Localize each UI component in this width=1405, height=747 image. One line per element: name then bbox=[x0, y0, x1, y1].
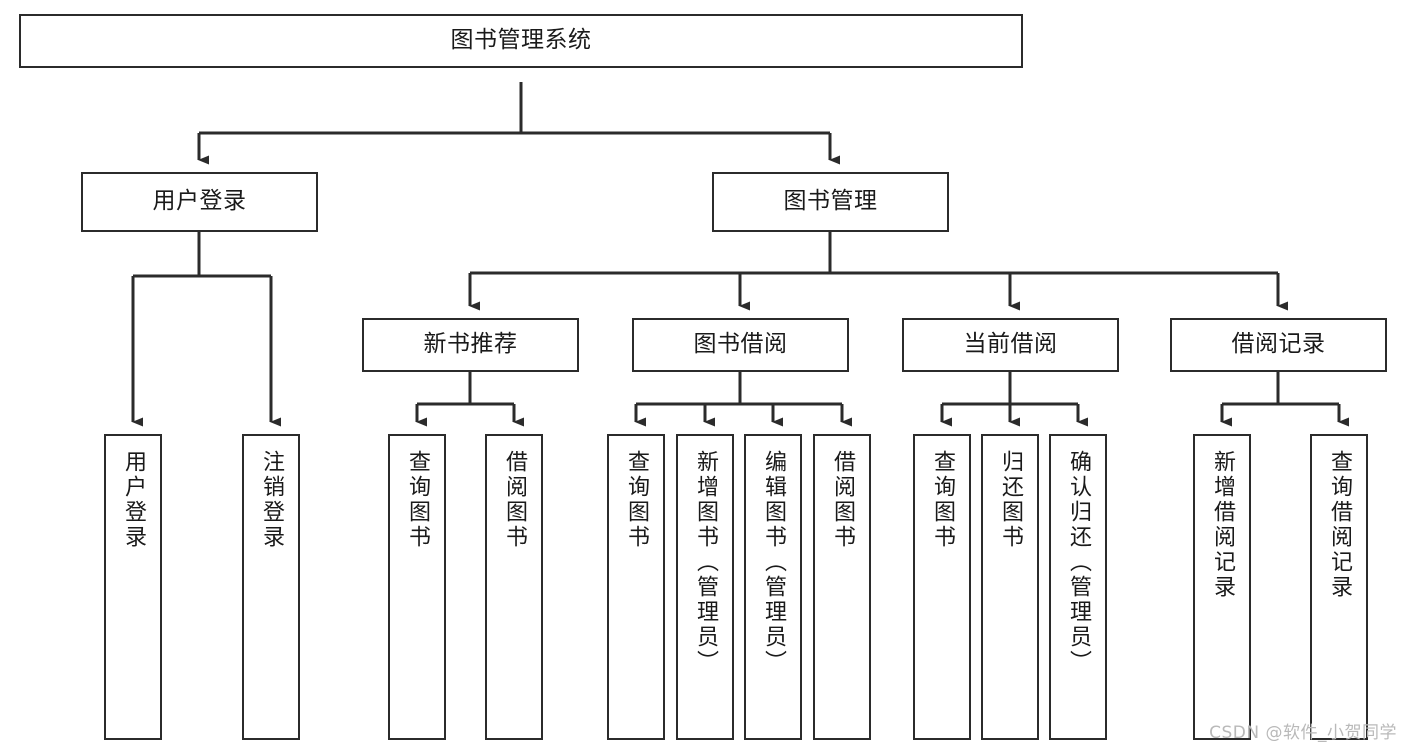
node-current-borrow-label: 当前借阅 bbox=[963, 331, 1058, 358]
node-leaf-query-book-1-label: 查询图书 bbox=[405, 450, 430, 550]
node-current-borrow[interactable]: 当前借阅 bbox=[902, 318, 1119, 372]
node-leaf-add-borrow-record[interactable]: 新增借阅记录 bbox=[1193, 434, 1251, 740]
node-leaf-query-book-3[interactable]: 查询图书 bbox=[913, 434, 971, 740]
node-leaf-borrow-book-1[interactable]: 借阅图书 bbox=[485, 434, 543, 740]
node-leaf-borrow-book-2[interactable]: 借阅图书 bbox=[813, 434, 871, 740]
node-user-login-label: 用户登录 bbox=[152, 188, 247, 215]
node-borrow-record-label: 借阅记录 bbox=[1231, 331, 1326, 358]
node-leaf-logout-login-label: 注销登录 bbox=[259, 450, 284, 550]
node-root-book-management-system[interactable]: 图书管理系统 bbox=[19, 14, 1023, 68]
node-book-borrow[interactable]: 图书借阅 bbox=[632, 318, 849, 372]
node-leaf-user-login[interactable]: 用户登录 bbox=[104, 434, 162, 740]
node-leaf-borrow-book-1-label: 借阅图书 bbox=[502, 450, 527, 550]
node-leaf-logout-login[interactable]: 注销登录 bbox=[242, 434, 300, 740]
node-new-book-recommend[interactable]: 新书推荐 bbox=[362, 318, 579, 372]
node-leaf-query-book-1[interactable]: 查询图书 bbox=[388, 434, 446, 740]
node-leaf-edit-book-admin[interactable]: 编辑图书（管理员） bbox=[744, 434, 802, 740]
node-leaf-edit-book-admin-label: 编辑图书（管理员） bbox=[761, 450, 786, 675]
node-leaf-query-book-2-label: 查询图书 bbox=[624, 450, 649, 550]
node-leaf-query-book-3-label: 查询图书 bbox=[930, 450, 955, 550]
node-root-label: 图书管理系统 bbox=[450, 27, 592, 54]
node-leaf-add-book-admin-label: 新增图书（管理员） bbox=[693, 450, 718, 675]
node-book-manage-label: 图书管理 bbox=[783, 188, 878, 215]
node-book-manage[interactable]: 图书管理 bbox=[712, 172, 949, 232]
node-leaf-borrow-book-2-label: 借阅图书 bbox=[830, 450, 855, 550]
node-leaf-confirm-return-admin[interactable]: 确认归还（管理员） bbox=[1049, 434, 1107, 740]
node-leaf-return-book-label: 归还图书 bbox=[998, 450, 1023, 550]
node-book-borrow-label: 图书借阅 bbox=[693, 331, 788, 358]
node-leaf-query-borrow-record-label: 查询借阅记录 bbox=[1327, 450, 1352, 600]
node-borrow-record[interactable]: 借阅记录 bbox=[1170, 318, 1387, 372]
node-new-book-recommend-label: 新书推荐 bbox=[423, 331, 518, 358]
node-leaf-query-borrow-record[interactable]: 查询借阅记录 bbox=[1310, 434, 1368, 740]
node-leaf-add-book-admin[interactable]: 新增图书（管理员） bbox=[676, 434, 734, 740]
node-leaf-query-book-2[interactable]: 查询图书 bbox=[607, 434, 665, 740]
csdn-watermark: CSDN @软件_小贺同学 bbox=[1209, 723, 1397, 743]
node-user-login[interactable]: 用户登录 bbox=[81, 172, 318, 232]
node-leaf-confirm-return-admin-label: 确认归还（管理员） bbox=[1066, 450, 1091, 675]
node-leaf-add-borrow-record-label: 新增借阅记录 bbox=[1210, 450, 1235, 600]
node-leaf-user-login-label: 用户登录 bbox=[121, 450, 146, 550]
node-leaf-return-book[interactable]: 归还图书 bbox=[981, 434, 1039, 740]
